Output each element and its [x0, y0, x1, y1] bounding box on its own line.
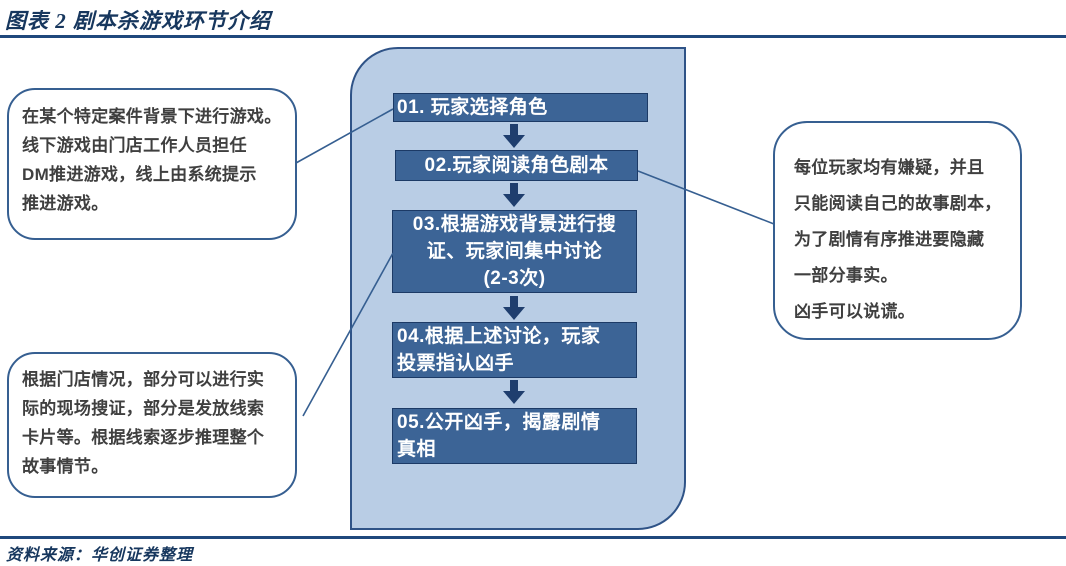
- flow-step-5: 05.公开凶手，揭露剧情 真相: [392, 408, 637, 464]
- down-arrow-icon: [503, 296, 525, 320]
- title-divider: [0, 35, 1066, 38]
- bottom-divider: [0, 536, 1066, 539]
- flow-step-2: 02.玩家阅读角色剧本: [395, 150, 638, 181]
- down-arrow-icon: [503, 183, 525, 207]
- flow-step-1: 01. 玩家选择角色: [393, 93, 648, 122]
- flow-step-4: 04.根据上述讨论，玩家 投票指认凶手: [392, 322, 637, 378]
- figure-title: 图表 2 剧本杀游戏环节介绍: [5, 9, 271, 33]
- callout-right: 每位玩家均有嫌疑，并且 只能阅读自己的故事剧本， 为了剧情有序推进要隐藏 一部分…: [773, 121, 1022, 340]
- callout-left-bottom: 根据门店情况，部分可以进行实 际的现场搜证，部分是发放线索 卡片等。根据线索逐步…: [7, 352, 297, 498]
- source-note: 资料来源：华创证券整理: [6, 547, 194, 564]
- down-arrow-icon: [503, 124, 525, 148]
- down-arrow-icon: [503, 380, 525, 404]
- callout-left-top: 在某个特定案件背景下进行游戏。 线下游戏由门店工作人员担任 DM推进游戏，线上由…: [7, 88, 297, 240]
- flow-step-3: 03.根据游戏背景进行搜 证、玩家间集中讨论 (2-3次): [392, 210, 637, 293]
